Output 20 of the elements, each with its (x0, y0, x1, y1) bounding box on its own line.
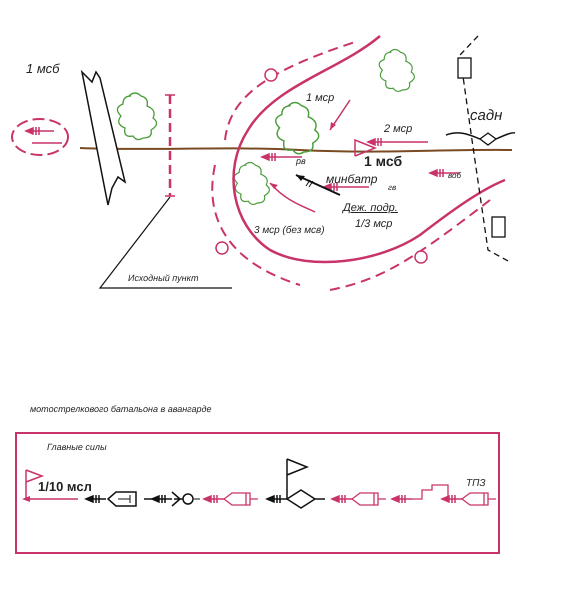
frame-heading: Главные силы (47, 441, 107, 454)
unit-label: ТПЗ (466, 479, 486, 489)
unit-label: 1 мсб (364, 154, 402, 168)
unit-label: гв (388, 184, 396, 192)
start-line (164, 94, 176, 197)
point-label: Исходный пункт (128, 272, 198, 286)
unit-label: 1/3 мср (355, 219, 392, 230)
leader-line (98, 196, 232, 289)
unit-label: 2 мср (384, 124, 412, 135)
diagram-caption: мотострелкового батальона в авангарде (30, 405, 212, 414)
column-frame (15, 432, 500, 554)
unit-label: 3 мср (без мсв) (254, 226, 325, 236)
unit-label: 1 мср (306, 93, 334, 104)
unit-label: рв (296, 157, 306, 166)
unit-label: 1/10 мсл (38, 480, 92, 493)
unit-label: воб (448, 172, 461, 180)
unit-label: садн (470, 108, 502, 123)
unit-label: 1 мсб (26, 62, 60, 75)
unit-label: минбатр (326, 173, 378, 185)
unit-label: Деж. подр. (343, 203, 398, 214)
